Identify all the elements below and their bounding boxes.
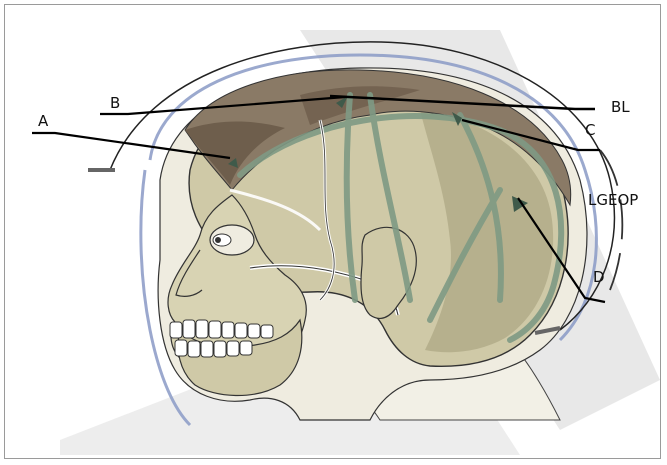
label-b: B [110,94,120,112]
label-c: C [585,121,595,139]
label-d: D [593,268,605,286]
pupil [215,237,221,243]
label-a: A [38,112,49,130]
label-lgeop: LGEOP [588,191,638,209]
label-bl: BL [611,98,630,116]
